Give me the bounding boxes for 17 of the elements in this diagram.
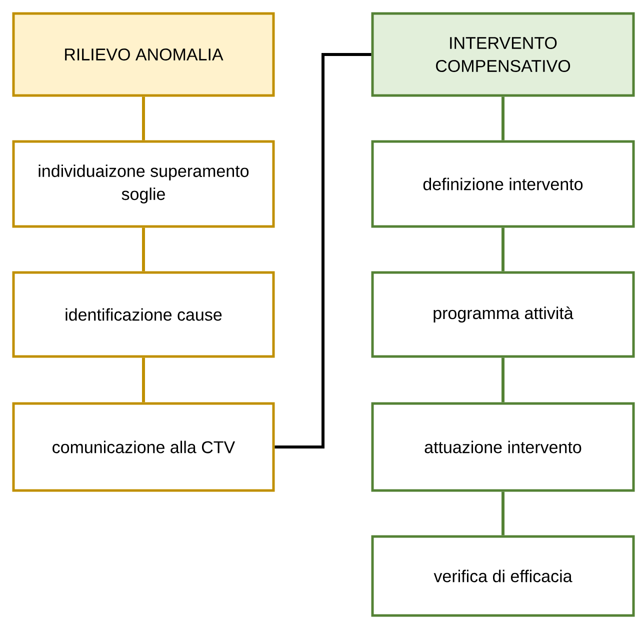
- connector-line: [502, 358, 504, 402]
- process-box: attuazione intervento: [371, 402, 635, 492]
- connector-line: [142, 228, 145, 272]
- connector-line: [502, 492, 504, 536]
- connector-line: [274, 53, 372, 448]
- connector-line: [502, 96, 504, 140]
- process-box: definizione intervento: [371, 140, 635, 228]
- connector-line: [142, 96, 145, 140]
- process-box: INTERVENTO COMPENSATIVO: [371, 12, 635, 97]
- process-box: individuaizone superamento soglie: [12, 140, 275, 228]
- process-box: verifica di efficacia: [371, 535, 635, 617]
- process-box: identificazione cause: [12, 271, 275, 358]
- process-box: RILIEVO ANOMALIA: [12, 12, 275, 97]
- process-box: programma attività: [371, 271, 635, 358]
- process-box: comunicazione alla CTV: [12, 402, 275, 492]
- connector-line: [502, 228, 504, 272]
- connector-line: [142, 358, 145, 402]
